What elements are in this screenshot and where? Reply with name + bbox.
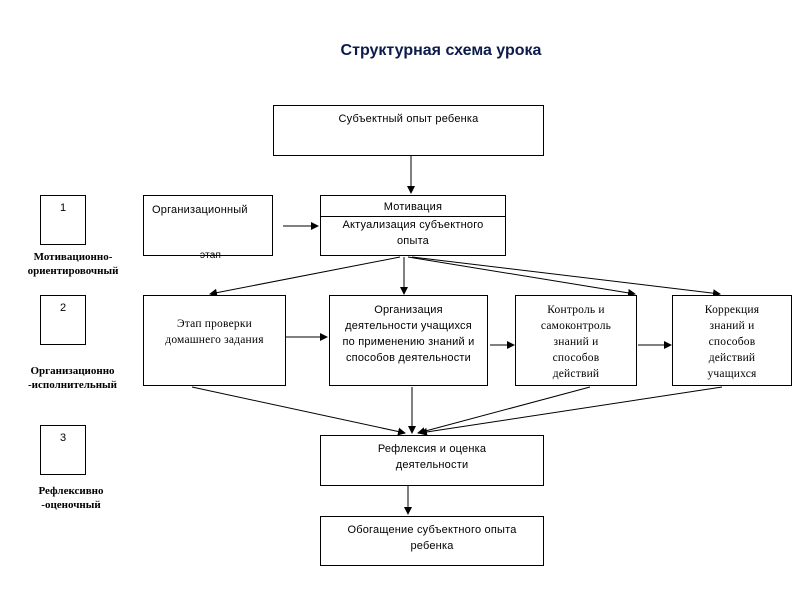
correction-box: Коррекция знаний и способов действий уча… — [672, 295, 792, 386]
control-label: Контроль и самоконтроль знаний и способо… — [540, 304, 612, 380]
stage-number-1: 1 — [59, 202, 67, 214]
enrichment-box: Обогащение субъектного опыта ребенка — [320, 516, 544, 566]
control-box: Контроль и самоконтроль знаний и способо… — [515, 295, 637, 386]
actualization-label: Актуализация субъектного опыта — [342, 219, 484, 247]
organizational-stage-label: этап — [200, 250, 222, 261]
subject-experience-label: Субъектный опыт ребенка — [338, 113, 479, 125]
reflection-box: Рефлексия и оценка деятельности — [320, 435, 544, 486]
arrow-control-to-reflection — [417, 386, 591, 436]
arrow-motivation-to-homework — [209, 256, 401, 297]
arrow-motivation-to-correction — [411, 256, 721, 298]
stage-number-2: 2 — [59, 302, 67, 314]
organizational-stage-box: Организационный этап — [143, 195, 273, 261]
motivation-box: Мотивация Актуализация субъектного опыта — [320, 195, 506, 256]
stage-number-box-2: 2 — [40, 295, 86, 345]
stage-number-box-1: 1 — [40, 195, 86, 245]
homework-check-box: Этап проверки домашнего задания — [143, 295, 286, 386]
organizational-label: Организационный — [152, 204, 248, 216]
correction-label: Коррекция знаний и способов действий уча… — [704, 304, 760, 380]
stage-label-1: Мотивационно-ориентировочный — [27, 251, 119, 277]
stage-label-2: Организационно -исполнительный — [28, 365, 117, 391]
organization-activity-label: Организация деятельности учащихся по при… — [342, 304, 475, 364]
arrow-correction-to-reflection — [419, 386, 723, 436]
organization-activity-box: Организация деятельности учащихся по при… — [329, 295, 488, 386]
arrow-homework-to-reflection — [191, 386, 406, 436]
homework-check-label: Этап проверки домашнего задания — [165, 318, 264, 346]
diagram-title: Структурная схема урока — [340, 42, 542, 59]
stage-label-3: Рефлексивно -оценочный — [38, 485, 104, 511]
stage-number-3: 3 — [59, 432, 67, 444]
reflection-label: Рефлексия и оценка деятельности — [377, 443, 487, 471]
subject-experience-box: Субъектный опыт ребенка — [273, 105, 544, 156]
stage-number-box-3: 3 — [40, 425, 86, 475]
enrichment-label: Обогащение субъектного опыта ребенка — [347, 524, 517, 552]
arrow-motivation-to-control — [407, 256, 636, 297]
motivation-label: Мотивация — [321, 196, 505, 217]
